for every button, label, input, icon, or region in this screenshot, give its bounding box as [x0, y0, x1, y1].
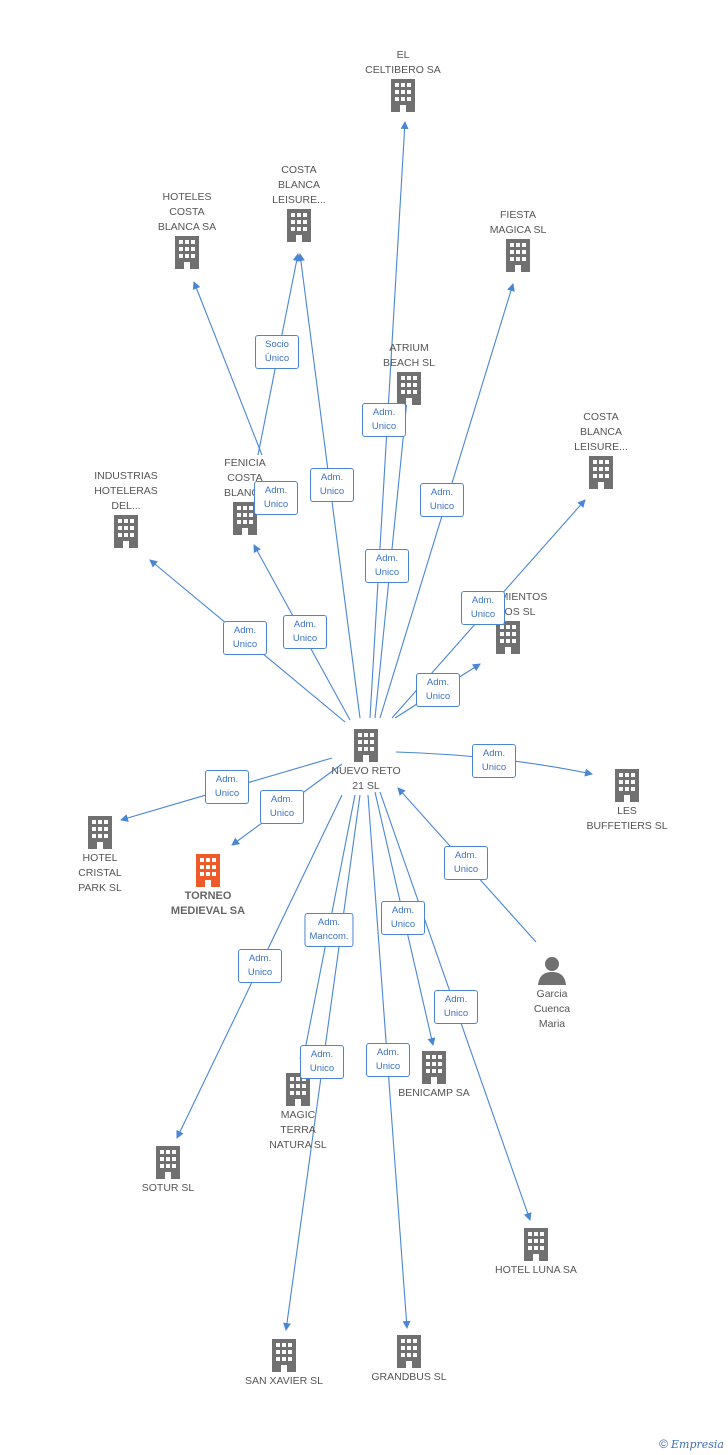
- node-nuevo-reto[interactable]: NUEVO RETO 21 SL: [311, 728, 421, 794]
- node-label: HOTEL LUNA SA: [495, 1264, 577, 1276]
- footer-brand[interactable]: © Empresia: [659, 1437, 724, 1451]
- badge-socio-unico[interactable]: Socio Único: [255, 335, 299, 369]
- node-label: NUEVO RETO 21 SL: [331, 765, 401, 792]
- badge-grandbus[interactable]: Adm. Unico: [366, 1043, 410, 1077]
- building-icon: [391, 79, 415, 112]
- node-magic-terra-natura[interactable]: MAGIC TERRA NATURA SL: [243, 1072, 353, 1153]
- building-icon: [589, 456, 613, 489]
- node-sotur[interactable]: SOTUR SL: [113, 1145, 223, 1196]
- building-icon: [615, 769, 639, 802]
- node-grandbus[interactable]: GRANDBUS SL: [354, 1334, 464, 1385]
- badge-industrias[interactable]: Adm. Unico: [223, 621, 267, 655]
- node-label: HOTEL CRISTAL PARK SL: [78, 852, 122, 894]
- node-hoteles-costa-blanca[interactable]: HOTELES COSTA BLANCA SA: [132, 190, 242, 271]
- building-icon: [506, 239, 530, 272]
- copyright-symbol: ©: [659, 1437, 668, 1451]
- node-label: SOTUR SL: [141, 1182, 195, 1194]
- node-costa-blanca-leisure-1[interactable]: COSTA BLANCA LEISURE...: [244, 163, 354, 244]
- node-el-celtibero[interactable]: EL CELTIBERO SA: [348, 48, 458, 114]
- node-benicamp[interactable]: BENICAMP SA: [379, 1050, 489, 1101]
- node-label: EL CELTIBERO SA: [365, 49, 441, 76]
- building-icon-focus: [196, 854, 220, 887]
- edge-fenicia-to-hoteles: [192, 281, 263, 456]
- badge-fenicia[interactable]: Adm. Unico: [283, 615, 327, 649]
- node-label: FIESTA MAGICA SL: [489, 209, 547, 236]
- brand-logo-text: Empresia: [671, 1438, 724, 1451]
- badge-torneo[interactable]: Adm. Unico: [260, 790, 304, 824]
- node-label: COSTA BLANCA LEISURE...: [272, 164, 326, 206]
- node-label: BENICAMP SA: [398, 1087, 470, 1099]
- building-icon: [175, 236, 199, 269]
- building-icon: [272, 1339, 296, 1372]
- node-industrias-hoteleras[interactable]: INDUSTRIAS HOTELERAS DEL...: [71, 469, 181, 550]
- node-label: INDUSTRIAS HOTELERAS DEL...: [94, 470, 158, 512]
- building-icon: [422, 1051, 446, 1084]
- node-garcia-cuenca-maria[interactable]: Garcia Cuenca Maria: [497, 955, 607, 1032]
- badge-sotur[interactable]: Adm. Unico: [238, 949, 282, 983]
- building-icon: [397, 1335, 421, 1368]
- node-label: AMIENTOS OS SL: [492, 591, 548, 618]
- node-label: MAGIC TERRA NATURA SL: [269, 1109, 327, 1151]
- badge-costa-blanca-leisure-2[interactable]: Adm. Unico: [416, 673, 460, 707]
- badge-benicamp[interactable]: Adm. Unico: [381, 901, 425, 935]
- node-label: LES BUFFETIERS SL: [586, 805, 668, 832]
- building-icon: [397, 372, 421, 405]
- building-icon: [354, 729, 378, 762]
- badge-fenicia-up[interactable]: Adm. Unico: [254, 481, 298, 515]
- building-icon: [156, 1146, 180, 1179]
- badge-costa-blanca-leisure-1[interactable]: Adm. Unico: [310, 468, 354, 502]
- node-label: TORNEO MEDIEVAL SA: [170, 890, 246, 917]
- badge-hotel-luna[interactable]: Adm. Unico: [434, 990, 478, 1024]
- building-icon: [233, 502, 257, 535]
- node-label: HOTELES COSTA BLANCA SA: [157, 191, 217, 233]
- badge-garcia[interactable]: Adm. Unico: [444, 846, 488, 880]
- node-alojamientos[interactable]: AMIENTOS OS SL: [465, 590, 575, 656]
- node-label: GRANDBUS SL: [371, 1371, 447, 1383]
- node-atrium-beach[interactable]: ATRIUM BEACH SL: [354, 341, 464, 407]
- badge-cristal[interactable]: Adm. Unico: [205, 770, 249, 804]
- building-icon: [524, 1228, 548, 1261]
- badge-magic-mancom[interactable]: Adm. Mancom.: [304, 913, 354, 947]
- node-fenicia-costa-blanca[interactable]: FENICIA COSTA BLANCA: [190, 456, 300, 537]
- node-costa-blanca-leisure-2[interactable]: COSTA BLANCA LEISURE...: [546, 410, 656, 491]
- node-label: ATRIUM BEACH SL: [383, 342, 435, 369]
- node-san-xavier[interactable]: SAN XAVIER SL: [229, 1338, 339, 1389]
- person-icon: [538, 957, 566, 985]
- node-hotel-luna[interactable]: HOTEL LUNA SA: [481, 1227, 591, 1278]
- node-hotel-cristal-park[interactable]: HOTEL CRISTAL PARK SL: [45, 815, 155, 896]
- building-icon: [114, 515, 138, 548]
- badge-magic[interactable]: Adm. Unico: [300, 1045, 344, 1079]
- badge-alojamientos[interactable]: Adm. Unico: [461, 591, 505, 625]
- node-torneo-medieval[interactable]: TORNEO MEDIEVAL SA: [153, 853, 263, 919]
- node-label: SAN XAVIER SL: [244, 1375, 323, 1387]
- badge-atrium[interactable]: Adm. Unico: [362, 403, 406, 437]
- node-fiesta-magica[interactable]: FIESTA MAGICA SL: [463, 208, 573, 274]
- building-icon: [287, 209, 311, 242]
- node-label: COSTA BLANCA LEISURE...: [574, 411, 628, 453]
- badge-fiesta[interactable]: Adm. Unico: [420, 483, 464, 517]
- node-les-buffetiers[interactable]: LES BUFFETIERS SL: [572, 768, 682, 834]
- building-icon: [496, 621, 520, 654]
- building-icon: [88, 816, 112, 849]
- node-label: Garcia Cuenca Maria: [533, 988, 571, 1030]
- badge-celtibero[interactable]: Adm. Unico: [365, 549, 409, 583]
- badge-buffetiers[interactable]: Adm. Unico: [472, 744, 516, 778]
